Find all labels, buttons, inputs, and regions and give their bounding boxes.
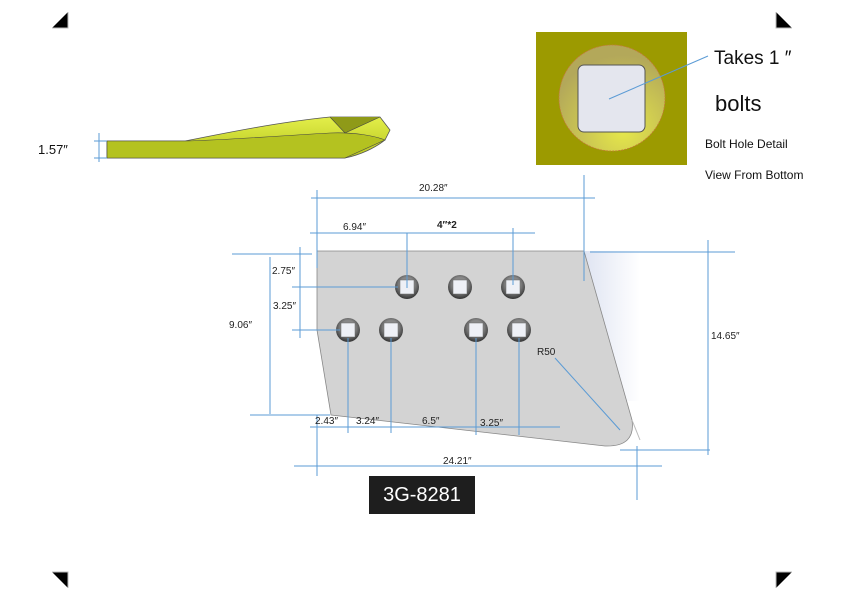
detail-caption-2: View From Bottom — [705, 168, 804, 182]
bolt-hole — [379, 318, 403, 342]
dimension-lines — [232, 175, 735, 500]
page-corner-marks — [52, 12, 792, 588]
takes-bolt-size-label: Takes 1 ″ — [714, 48, 792, 69]
bolt-hole-detail-image — [536, 32, 709, 165]
plate-drawing — [316, 250, 641, 447]
side-view-blade — [106, 116, 391, 159]
dim-bottom-1: 2.43″ — [315, 416, 338, 427]
dim-overall-bottom-width: 24.21″ — [443, 456, 472, 467]
thickness-label: 1.57″ — [38, 142, 68, 157]
dim-row-spacing: 3.25″ — [273, 301, 296, 312]
thickness-dimension — [94, 133, 107, 162]
dim-radius: R50 — [537, 347, 556, 358]
dim-bottom-3: 6.5″ — [422, 416, 440, 427]
part-number-label: 3G-8281 — [369, 476, 475, 514]
bolt-hole — [501, 275, 525, 299]
dim-bottom-4: 3.25″ — [480, 418, 503, 429]
dim-first-hole-offset: 6.94″ — [343, 222, 366, 233]
dim-right-height: 14.65″ — [711, 331, 740, 342]
bolts-label: bolts — [715, 91, 762, 116]
dim-hole-spacing: 4″*2 — [437, 220, 457, 231]
bolt-hole — [336, 318, 360, 342]
dim-overall-top-width: 20.28″ — [419, 183, 448, 194]
dim-left-height: 9.06″ — [229, 320, 252, 331]
bolt-holes — [336, 275, 531, 342]
bolt-hole — [464, 318, 488, 342]
dim-top-to-row1: 2.75″ — [272, 266, 295, 277]
dim-bottom-2: 3.24″ — [356, 416, 379, 427]
bolt-hole — [448, 275, 472, 299]
bolt-hole — [507, 318, 531, 342]
detail-caption-1: Bolt Hole Detail — [705, 137, 788, 151]
